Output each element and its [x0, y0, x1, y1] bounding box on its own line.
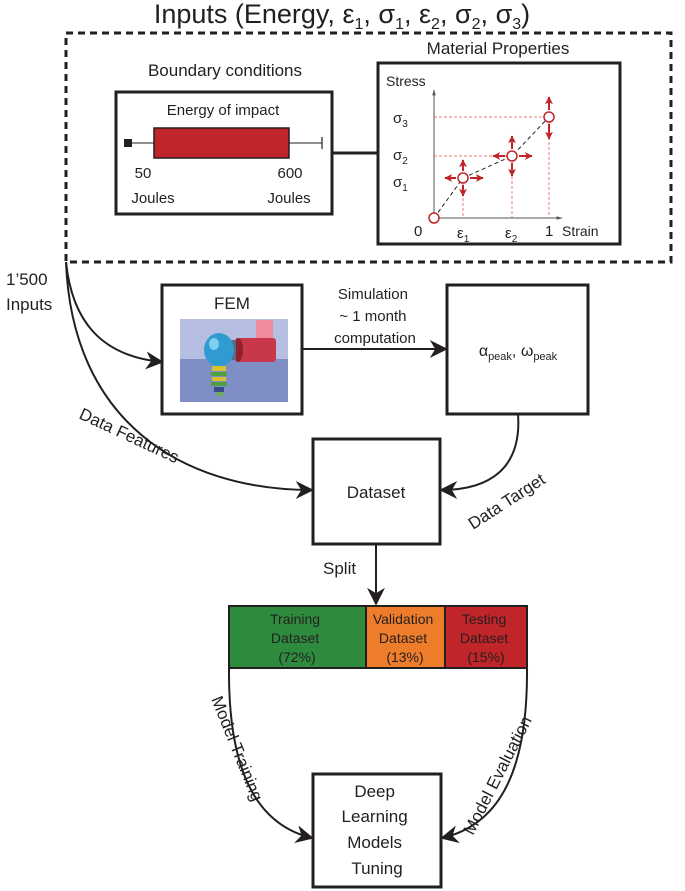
energy-min-value: 50	[135, 165, 152, 182]
dataset-box	[311, 437, 442, 546]
boundary-conditions-heading: Boundary conditions	[148, 61, 302, 80]
outputs-box	[445, 283, 590, 416]
material-box	[376, 61, 622, 246]
material-properties-heading: Material Properties	[427, 39, 570, 58]
energy-range-bar	[153, 127, 290, 159]
inputs-to-fem-arrow	[65, 261, 164, 370]
inputs-title: Inputs (Energy, ε1, σ1, ε2, σ2, σ3)	[154, 0, 530, 33]
dataset-label: Dataset	[347, 483, 406, 502]
testing-segment	[444, 605, 528, 669]
model-evaluation-arrow	[440, 667, 529, 844]
strain-one-label: 1	[545, 223, 553, 240]
sigma3-label: σ3	[393, 110, 408, 130]
model-training-label: Model Training	[207, 693, 266, 804]
epsilon1-label: ε1	[457, 225, 470, 245]
simulation-label: Simulation ~ 1 month computation	[334, 286, 416, 347]
fem-label: FEM	[214, 294, 250, 313]
testing-label: Testing Dataset (15%)	[460, 611, 512, 665]
fem-simulation-render	[180, 319, 288, 402]
control-point-3	[543, 96, 555, 140]
sigma2-label: σ2	[393, 147, 408, 167]
energy-max-unit: Joules	[267, 190, 310, 207]
stress-axis-label: Stress	[386, 73, 426, 89]
model-evaluation-label: Model Evaluation	[460, 713, 536, 838]
energy-min-marker	[124, 139, 132, 147]
data-target-arrow	[439, 413, 520, 499]
inputs-count: 1’500 Inputs	[6, 270, 52, 314]
dataset-split-bar: Training Dataset (72%) Validation Datase…	[228, 605, 528, 669]
outputs-label: αpeak, ωpeak	[479, 343, 558, 363]
training-segment	[228, 605, 367, 669]
model-training-arrow	[227, 667, 314, 843]
tuning-box	[311, 772, 443, 889]
split-label: Split	[323, 559, 356, 578]
validation-label: Validation Dataset (13%)	[373, 611, 437, 665]
data-target-label: Data Target	[465, 470, 549, 534]
control-point-2	[492, 135, 533, 177]
training-label: Training Dataset (72%)	[270, 611, 324, 665]
control-point-1	[444, 159, 484, 197]
origin-label: 0	[414, 223, 422, 240]
sigma1-label: σ1	[393, 174, 408, 194]
tuning-label: Deep Learning Models Tuning	[342, 782, 413, 878]
data-features-arrow	[65, 261, 314, 499]
strain-axis-label: Strain	[562, 223, 599, 239]
energy-min-unit: Joules	[131, 190, 174, 207]
energy-box-title: Energy of impact	[167, 102, 280, 119]
validation-segment	[365, 605, 446, 669]
energy-max-value: 600	[277, 165, 302, 182]
inputs-container	[64, 31, 673, 264]
stress-strain-curve	[433, 116, 550, 219]
epsilon2-label: ε2	[505, 225, 518, 245]
origin-point	[428, 212, 440, 224]
